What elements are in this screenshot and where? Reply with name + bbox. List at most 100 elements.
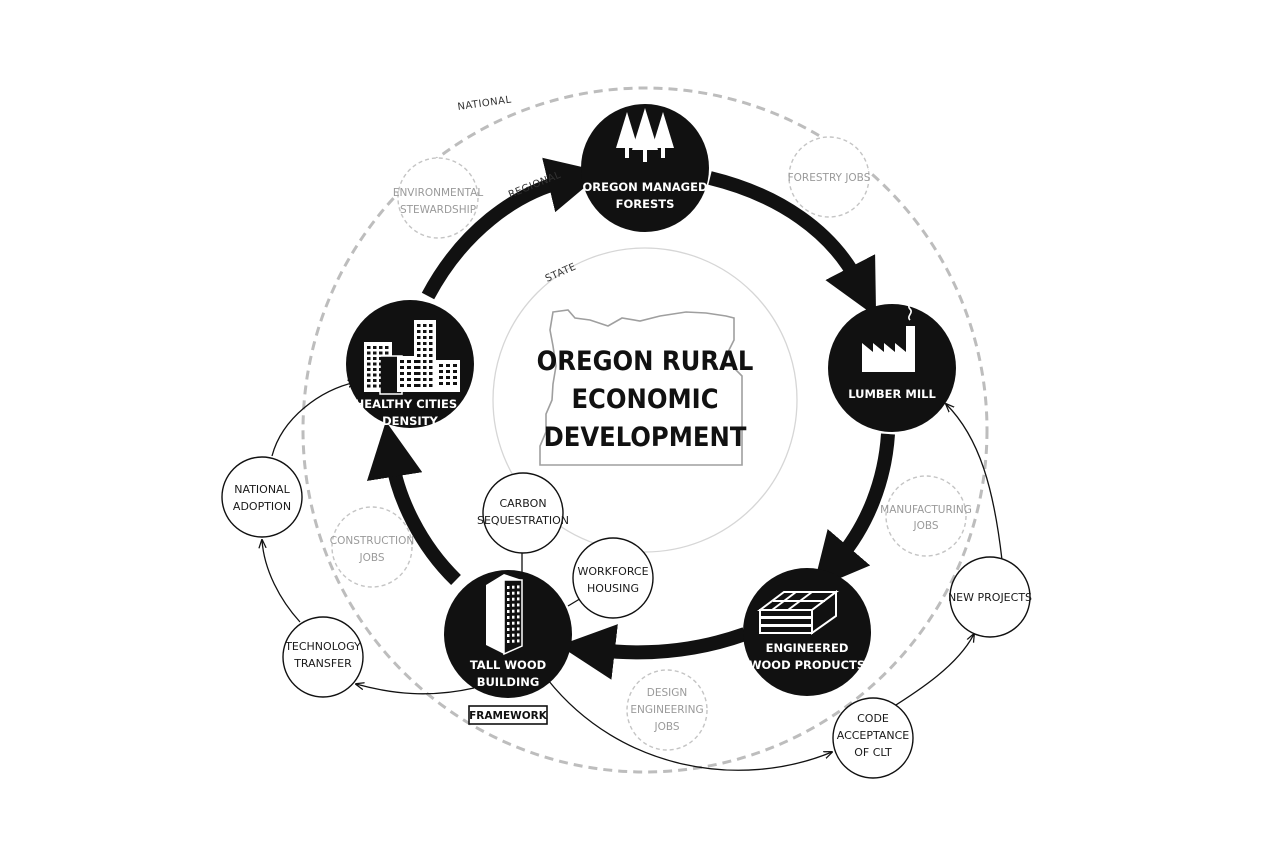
building-window [407, 366, 411, 369]
building-window [417, 324, 421, 327]
building-window [507, 616, 510, 619]
building-window [417, 342, 421, 345]
state-ring [492, 247, 798, 553]
arrow-forests-to-lumber [708, 171, 877, 317]
building-window [414, 372, 418, 375]
building-window [512, 609, 515, 613]
building-window [423, 366, 427, 369]
arrow-cities-to-forests [421, 157, 604, 300]
diagram-title-line-2: ECONOMIC [571, 384, 718, 415]
building-window [423, 342, 427, 345]
building-window [379, 351, 383, 355]
building-window [453, 370, 457, 373]
building-window [446, 364, 450, 367]
building-window [400, 366, 404, 369]
building-window [439, 376, 443, 379]
svg-text:ENVIRONMENTAL: ENVIRONMENTAL [393, 187, 484, 199]
building-window [423, 378, 427, 381]
building-window [417, 384, 421, 387]
building-window [417, 378, 421, 381]
national-ring [301, 86, 989, 774]
building-window [507, 592, 510, 595]
building-window [512, 597, 515, 601]
outer-node-technology-transfer: TECHNOLOGY TRANSFER [282, 616, 364, 698]
svg-text:NEW PROJECTS: NEW PROJECTS [948, 591, 1032, 604]
svg-text:CODE: CODE [857, 712, 889, 725]
building-window [385, 357, 389, 360]
building-window [379, 362, 383, 366]
building-window [429, 354, 433, 357]
building-window [417, 372, 421, 375]
pine-trees-icon [616, 108, 674, 162]
building-window [385, 379, 389, 382]
building-window [407, 372, 411, 375]
tower-building-icon [486, 574, 523, 656]
building-window [512, 585, 515, 589]
main-node-lumber-mill: LUMBER MILL [828, 297, 956, 432]
svg-text:CARBON: CARBON [499, 497, 546, 510]
building-window [429, 324, 433, 327]
building-window [429, 384, 433, 387]
lumber-stack-icon [757, 590, 839, 635]
building-window [429, 360, 433, 363]
framework-label-box: FRAMEWORK [468, 705, 548, 725]
building-window [453, 382, 457, 385]
building-window [512, 639, 515, 643]
building-window [385, 373, 389, 377]
building-window [423, 354, 427, 357]
building-window [373, 379, 377, 382]
building-window [367, 362, 371, 366]
building-window [414, 366, 418, 369]
building-window [423, 384, 427, 387]
main-node-engineered-wood: ENGINEERED WOOD PRODUCTS [743, 568, 871, 696]
outer-node-code-acceptance: CODE ACCEPTANCE OF CLT [832, 697, 914, 779]
building-window [367, 373, 371, 377]
building-window [400, 360, 404, 363]
building-window [517, 597, 520, 601]
benefit-node-workforce: WORKFORCE HOUSING [572, 537, 654, 619]
building-window [414, 360, 418, 363]
building-window [517, 633, 520, 637]
building-window [429, 342, 433, 345]
arrow-ewp-to-tallwood [559, 624, 748, 680]
building-window [385, 362, 389, 366]
svg-text:MANUFACTURING: MANUFACTURING [880, 504, 972, 516]
building-window [417, 360, 421, 363]
svg-text:HOUSING: HOUSING [587, 582, 639, 595]
building-window [429, 378, 433, 381]
thin-arrow-techtransfer-to-national [262, 540, 301, 623]
svg-text:WOOD PRODUCTS: WOOD PRODUCTS [749, 658, 865, 672]
building-window [507, 622, 510, 625]
building-window [507, 586, 510, 589]
building-window [385, 346, 389, 349]
building-window [407, 378, 411, 381]
building-window [517, 585, 520, 589]
thin-arrow-national-to-cities [271, 382, 356, 457]
building-window [517, 615, 520, 619]
building-window [373, 373, 377, 377]
building-window [517, 621, 520, 625]
building-window [507, 628, 510, 631]
building-window [367, 357, 371, 360]
job-node-manufacturing: MANUFACTURING JOBS [880, 475, 972, 557]
state-ring-label: STATE [544, 261, 578, 284]
building-window [379, 384, 383, 388]
building-window [423, 360, 427, 363]
building-window [429, 366, 433, 369]
building-window [385, 384, 389, 388]
diagram-title-line-1: OREGON RURAL [537, 346, 754, 377]
main-node-forests: OREGON MANAGED FORESTS [581, 104, 709, 232]
svg-text:ENGINEERING: ENGINEERING [630, 704, 703, 716]
svg-text:DENSITY: DENSITY [382, 414, 438, 428]
svg-text:FORESTS: FORESTS [616, 197, 675, 211]
building-window [385, 351, 389, 355]
national-ring-label: NATIONAL [457, 95, 512, 113]
svg-text:ADOPTION: ADOPTION [233, 500, 291, 513]
main-node-healthy-cities: HEALTHY CITIES / DENSITY [346, 300, 474, 428]
building-window [439, 382, 443, 385]
outer-node-new-projects: NEW PROJECTS [948, 556, 1032, 638]
building-window [507, 640, 510, 643]
building-window [367, 346, 371, 349]
building-window [379, 357, 383, 360]
